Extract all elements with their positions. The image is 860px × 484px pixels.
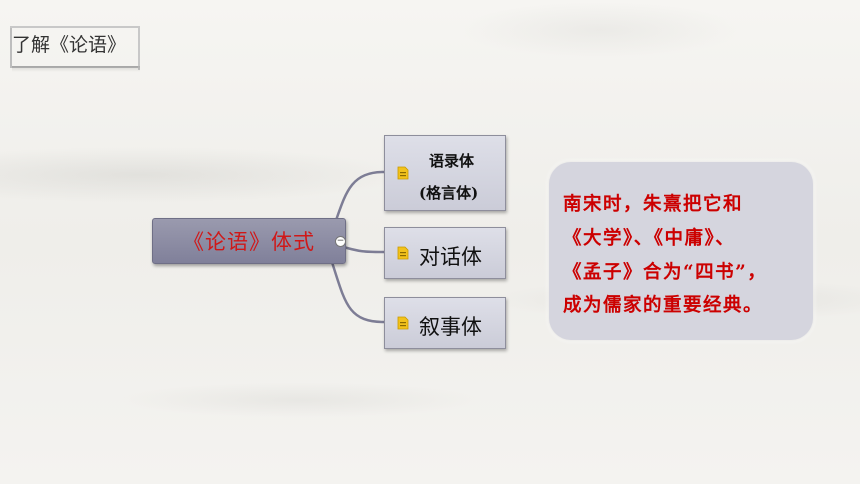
title-frame <box>10 26 140 70</box>
subtopic-label: 叙事体 <box>419 315 482 339</box>
main-topic-label: 《论语》体式 <box>183 230 315 254</box>
note-icon <box>397 166 409 180</box>
note-icon <box>397 246 409 260</box>
connector-to-duihua <box>339 244 385 254</box>
subtopic-label-line1: 语录体 <box>429 152 475 170</box>
note-line-2: 《大学》、《中庸》、 <box>563 228 736 249</box>
connector-to-xushi <box>326 249 385 324</box>
note-card: 南宋时，朱熹把它和 《大学》、《中庸》、 《孟子》合为“四书”， 成为儒家的重要… <box>549 162 813 340</box>
main-topic-node[interactable]: 《论语》体式 <box>152 218 346 264</box>
subtopic-node-xushi[interactable]: 叙事体 <box>384 297 506 349</box>
subtopic-label: 对话体 <box>419 245 482 269</box>
subtopic-node-duihua[interactable]: 对话体 <box>384 227 506 279</box>
collapse-toggle-icon[interactable]: − <box>335 236 346 247</box>
subtopic-label-line2: (格言体) <box>419 184 479 202</box>
note-line-4: 成为儒家的重要经典。 <box>563 295 764 316</box>
note-icon <box>397 316 409 330</box>
subtopic-node-yulu[interactable]: 语录体 (格言体) <box>384 135 506 211</box>
note-line-1: 南宋时，朱熹把它和 <box>563 194 744 215</box>
slide-title: 了解《论语》 <box>12 34 127 56</box>
title-frame-shadow <box>12 66 140 72</box>
note-line-3: 《孟子》合为“四书”， <box>563 262 768 283</box>
